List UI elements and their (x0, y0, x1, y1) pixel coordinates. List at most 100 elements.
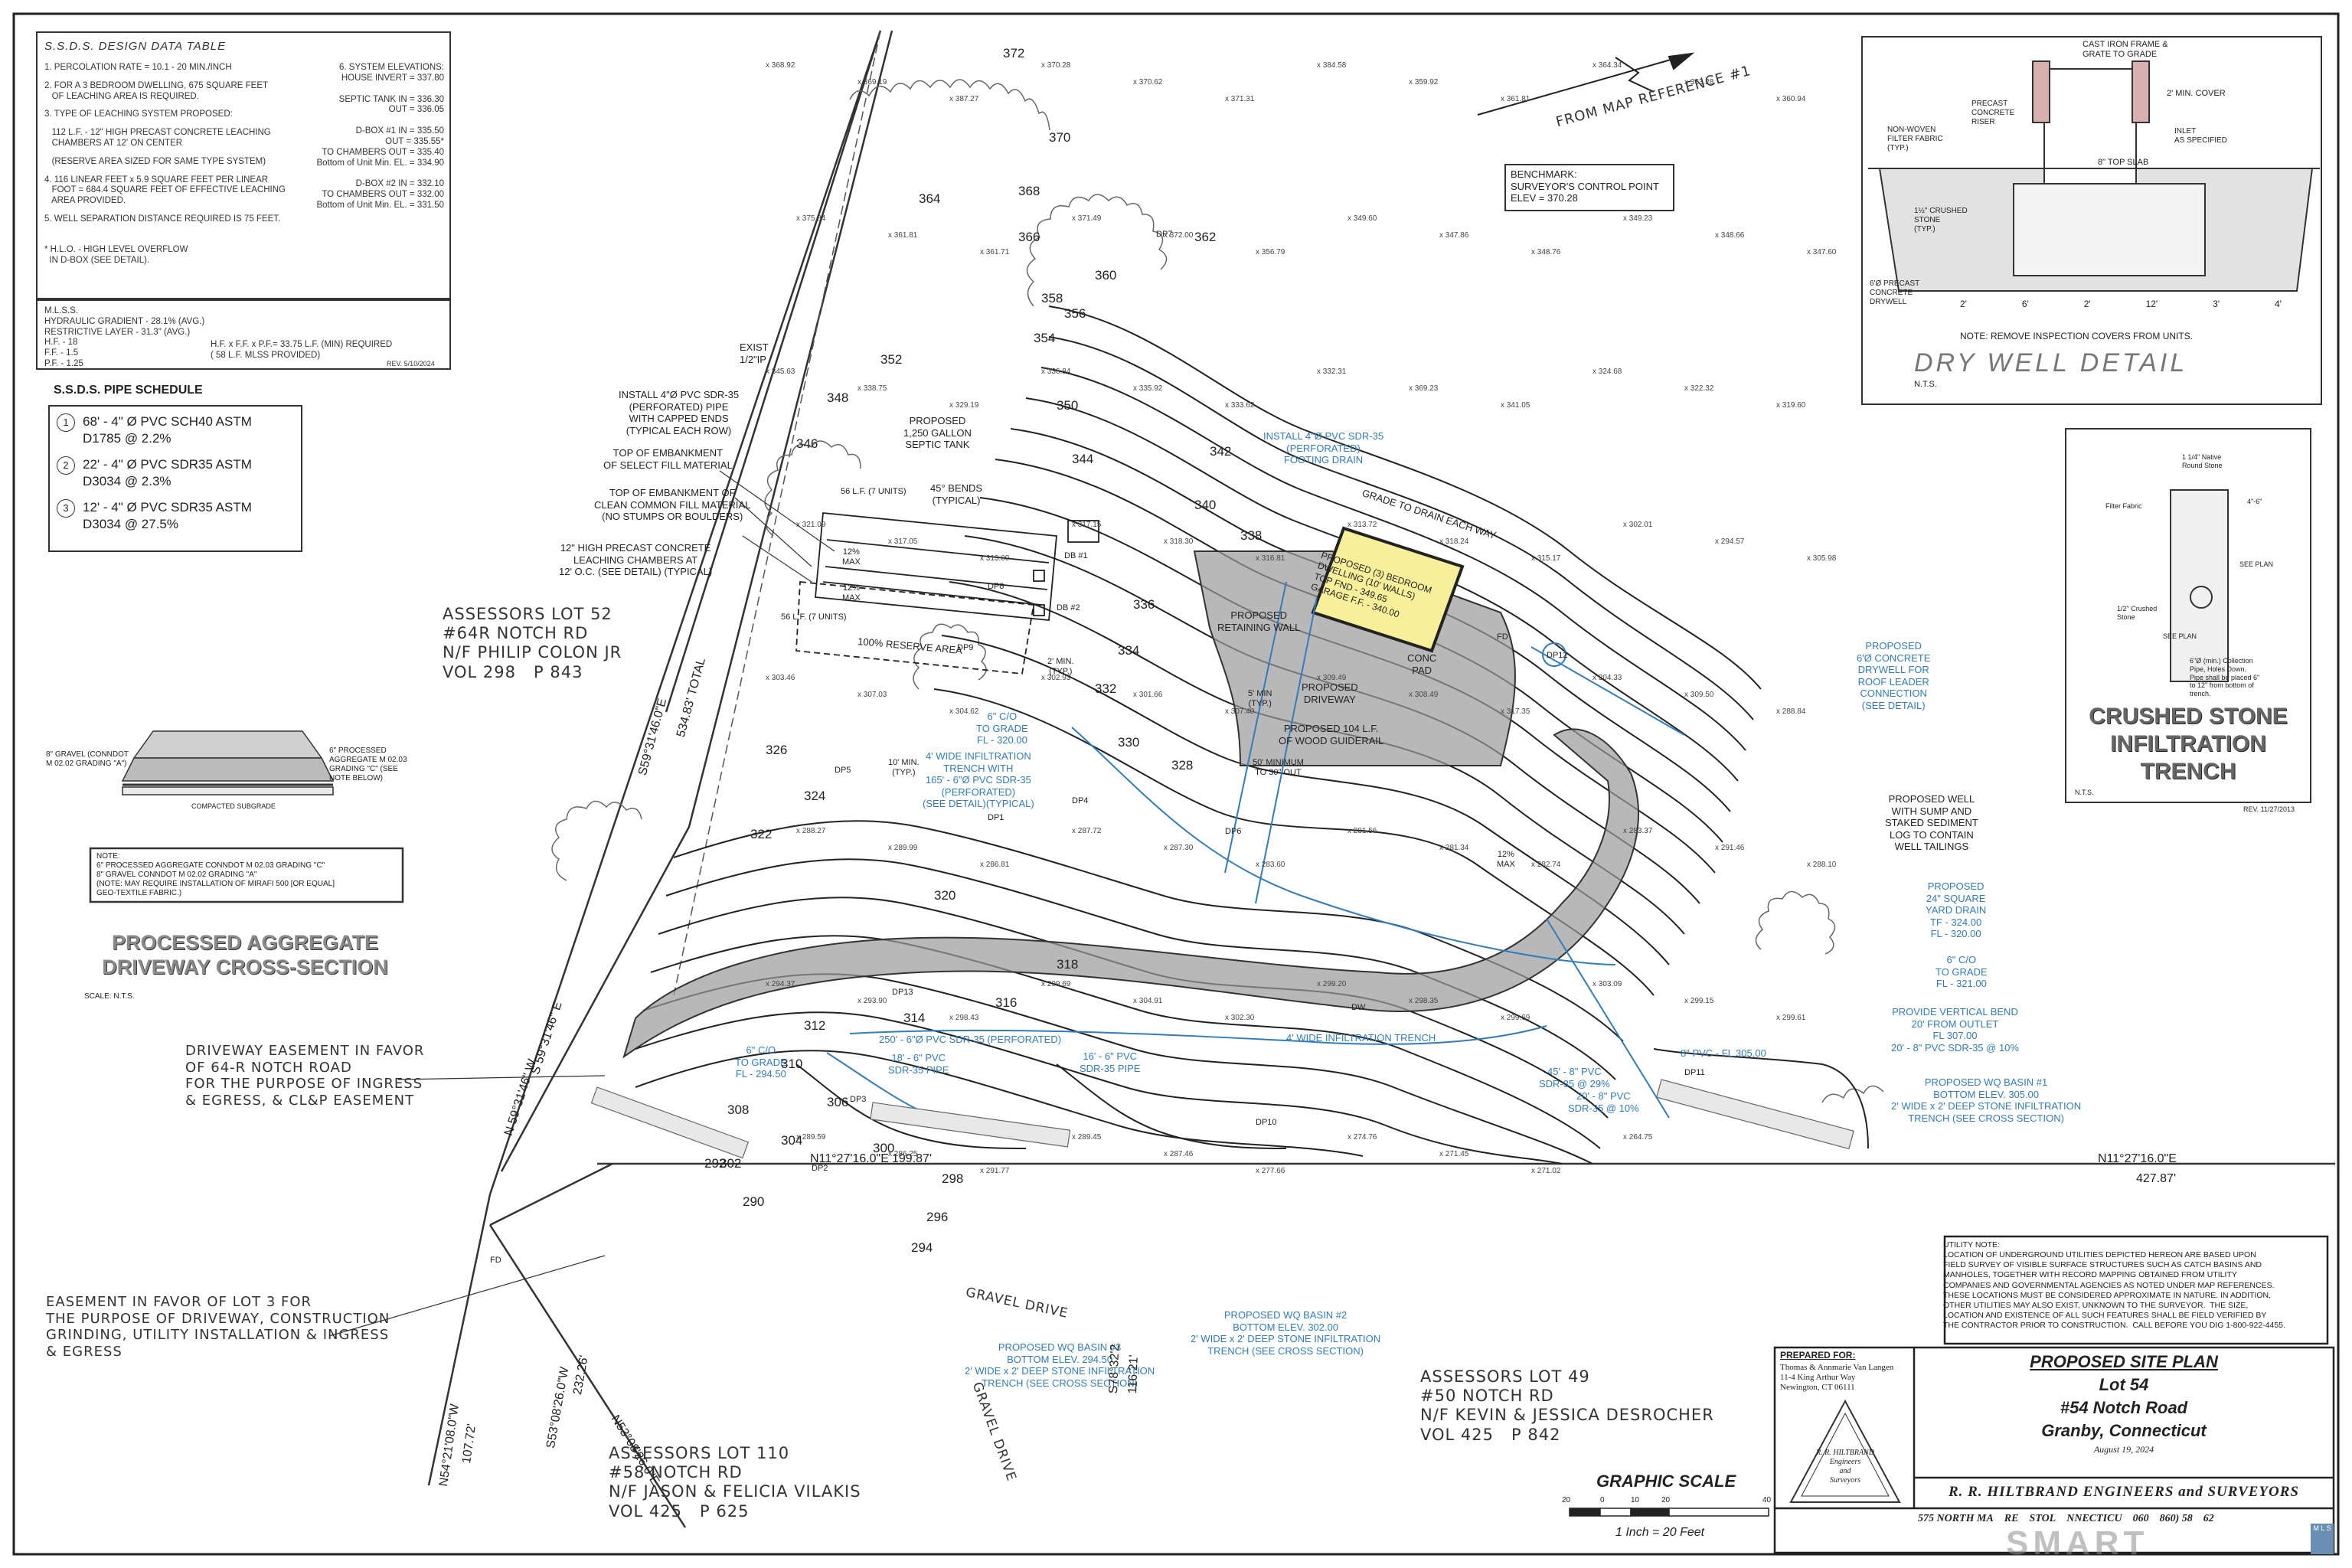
spot-grade: x 368.92 (766, 61, 795, 70)
pipe-number-circle: 2 (57, 456, 75, 475)
contour-label: 308 (727, 1102, 750, 1117)
contour-label: 290 (743, 1194, 765, 1209)
plan-label: DP10 (1256, 1118, 1277, 1127)
trench-label-1: 1 1/4" Native Round Stone (2182, 453, 2223, 469)
spot-grade: x 307.03 (858, 691, 887, 699)
plan-label: DP7 (1156, 230, 1173, 239)
plan-label: DP1 (988, 813, 1004, 822)
spot-grade: x 281.56 (1348, 827, 1377, 835)
contour-label: 338 (1240, 528, 1263, 543)
watermark-badge: M L S (2311, 1524, 2334, 1554)
contour-label: 298 (942, 1171, 964, 1186)
dry-well-scale: N.T.S. (1914, 380, 1937, 389)
spot-grade: x 321.09 (796, 521, 826, 529)
plan-label: 10' MIN. (TYP.) (888, 758, 920, 778)
spot-grade: x 341.05 (1501, 401, 1530, 410)
callout-wq-basin-1: PROPOSED WQ BASIN #1 BOTTOM ELEV. 305.00… (1891, 1076, 2082, 1124)
trench-scale: N.T.S. (2075, 789, 2094, 796)
spot-grade: x 303.46 (766, 674, 795, 682)
plan-label: FD (1497, 632, 1508, 642)
ssds-left-item: 2. FOR A 3 BEDROOM DWELLING, 675 SQUARE … (44, 80, 269, 101)
plan-label: FD (490, 1256, 501, 1265)
trench-rev: REV. 11/27/2013 (2243, 805, 2295, 813)
spot-grade: x 299.61 (1776, 1014, 1806, 1022)
spot-grade: x 335.92 (1133, 384, 1163, 393)
callout-18-pvc: 18' - 6" PVC SDR-35 PIPE (888, 1052, 949, 1076)
spot-grade: x 307.40 (1225, 707, 1255, 716)
plan-label: DP2 (812, 1164, 828, 1173)
spot-grade: x 349.23 (1623, 214, 1653, 223)
plan-label: DB #2 (1057, 603, 1080, 612)
contour-label: 348 (827, 390, 849, 405)
spot-grade: x 338.75 (858, 384, 887, 393)
spot-grade: x 298.35 (1409, 997, 1439, 1005)
scale-tick-label: 20 (1562, 1496, 1571, 1504)
spot-grade: x 277.66 (1256, 1167, 1285, 1175)
contour-label: 346 (796, 436, 818, 451)
contour-label: 368 (1018, 184, 1040, 198)
contour-label: 340 (1194, 498, 1217, 512)
spot-grade: x 309.50 (1684, 691, 1714, 699)
dw-cover-label: 2' MIN. COVER (2167, 89, 2226, 98)
dw-drywell-label: 6'Ø PRECAST CONCRETE DRYWELL (1870, 279, 1920, 306)
callout-wq-basin-2: PROPOSED WQ BASIN #2 BOTTOM ELEV. 302.00… (1191, 1309, 1381, 1357)
dw-slab-label: 8" TOP SLAB (2098, 158, 2149, 167)
spot-grade: x 281.34 (1439, 844, 1469, 852)
spot-grade: x 271.45 (1439, 1150, 1469, 1158)
callout-yard-drain: PROPOSED 24" SQUARE YARD DRAIN TF - 324.… (1926, 880, 1987, 940)
spot-grade: x 371.49 (1072, 214, 1102, 223)
ssds-left-item: * H.L.O. - HIGH LEVEL OVERFLOW IN D-BOX … (44, 244, 188, 265)
dw-stone-label: 1½" CRUSHED STONE (TYP.) (1914, 207, 1968, 234)
driveway-section-scale: SCALE: N.T.S. (84, 992, 135, 1001)
spot-grade: x 309.49 (1317, 674, 1347, 682)
bearing-4: 427.87' (2136, 1172, 2176, 1185)
spot-grade: x 364.34 (1592, 61, 1622, 70)
title-block-frame (1773, 1235, 2335, 1554)
spot-grade: x 299.20 (1317, 980, 1347, 988)
spot-grade: x 291.46 (1715, 844, 1745, 852)
ssds-left-items: 1. PERCOLATION RATE = 10.1 - 20 MIN./INC… (44, 63, 286, 273)
plan-label: 2' MIN. (TYP.) (1047, 657, 1074, 677)
section-right-note: 6" PROCESSED AGGREGATE M 02.03 GRADING "… (329, 746, 407, 782)
spot-grade: x 370.62 (1133, 78, 1163, 87)
contour-label: 326 (766, 743, 788, 757)
bearing-13: 116.21' (1125, 1354, 1141, 1394)
contour-label: 354 (1034, 331, 1056, 345)
callout-co-320: 6" C/O TO GRADE FL - 320.00 (976, 710, 1028, 746)
plan-label: 12% MAX (842, 583, 861, 603)
lot-49-label: ASSESSORS LOT 49 #50 NOTCH RD N/F KEVIN … (1420, 1367, 1714, 1444)
plan-label: 56 L.F. (7 UNITS) (841, 487, 906, 496)
spot-grade: x 302.30 (1225, 1014, 1255, 1022)
contour-label: 330 (1118, 735, 1140, 750)
spot-grade: x 302.93 (1041, 674, 1071, 682)
callout-clean-fill: TOP OF EMBANKMENT OF CLEAN COMMON FILL M… (594, 487, 751, 523)
callout-conc-pad: CONC PAD (1407, 652, 1437, 676)
graphic-scale-bar (1569, 1508, 1769, 1517)
contour-label: 320 (934, 888, 956, 903)
spot-grade: x 369.19 (858, 78, 887, 87)
trench-label-4: SEE PLAN (2239, 560, 2274, 568)
callout-250-pvc: 250' - 6"Ø PVC SDR-35 (PERFORATED) (879, 1034, 1062, 1045)
ssds-right-item: 6. SYSTEM ELEVATIONS: HOUSE INVERT = 337… (339, 63, 444, 83)
bearing-3: N11°27'16.0"E (2098, 1152, 2177, 1165)
contour-label: 302 (720, 1156, 742, 1171)
spot-grade: x 329.19 (949, 401, 979, 410)
dw-note: NOTE: REMOVE INSPECTION COVERS FROM UNIT… (1960, 331, 2194, 341)
spot-grade: x 361.81 (888, 231, 918, 240)
contour-label: 304 (781, 1133, 803, 1148)
spot-grade: x 336.84 (1041, 368, 1071, 376)
plan-label: DW (1351, 1003, 1366, 1012)
trench-label-5: 1/2" Crushed Stone (2117, 605, 2158, 621)
spot-grade: x 304.91 (1133, 997, 1163, 1005)
spot-grade: x 288.84 (1776, 707, 1806, 716)
callout-exist-ip: EXIST 1/2"IP (740, 341, 769, 365)
spot-grade: x 287.30 (1164, 844, 1194, 852)
spot-grade: x 356.79 (1256, 248, 1285, 256)
ssds-left-item: 1. PERCOLATION RATE = 10.1 - 20 MIN./INC… (44, 63, 232, 72)
driveway-section-drawing (89, 730, 404, 903)
plan-label: DP9 (957, 643, 974, 652)
plan-address: #54 Notch Road (2060, 1398, 2188, 1417)
callout-septic-tank: PROPOSED 1,250 GALLON SEPTIC TANK (903, 415, 972, 451)
